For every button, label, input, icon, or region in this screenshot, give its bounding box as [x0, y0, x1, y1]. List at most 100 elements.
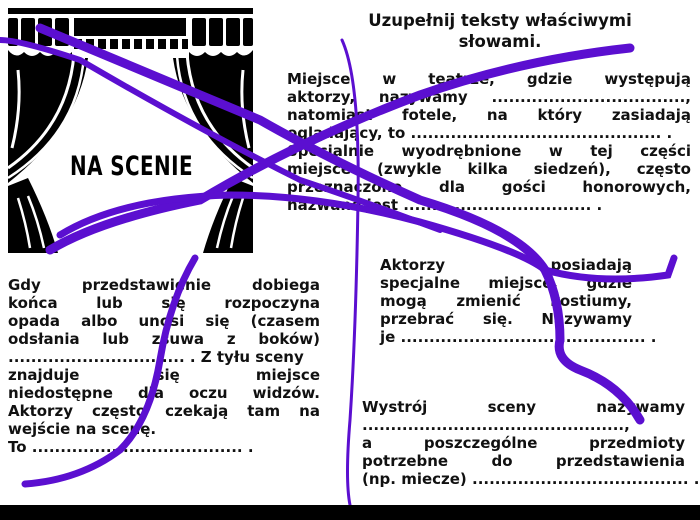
text-line: (np. miecze) ...........................…	[362, 470, 700, 488]
word: na	[486, 106, 508, 124]
text-line: je .....................................…	[380, 328, 657, 346]
logo-title: NA SCENIE	[70, 151, 193, 182]
word: do	[491, 452, 513, 470]
word: się	[161, 294, 186, 312]
word: zasiadają	[611, 106, 691, 124]
word: lub	[96, 294, 123, 312]
text-line: Gdy przedstawienie dobiega	[8, 276, 320, 294]
text-line: oglądający, to .........................…	[287, 124, 673, 142]
heading-line-2: słowami.	[458, 32, 542, 51]
text-line: Miejsce w teatrze, gdzie występują	[287, 70, 691, 88]
text-line: przeznaczone dla gości honorowych,	[287, 178, 691, 196]
word: widzów.	[252, 384, 320, 402]
word: a	[362, 434, 373, 452]
word: natomiast	[287, 106, 373, 124]
word: posiadają	[550, 256, 632, 274]
word: często	[636, 160, 691, 178]
word: mogą	[380, 292, 427, 310]
word: potrzebne	[362, 452, 449, 470]
word: Aktorzy	[8, 402, 73, 420]
word: ..................................,	[491, 88, 691, 106]
word: honorowych,	[582, 178, 691, 196]
word: z	[226, 330, 236, 348]
word: gdzie	[586, 274, 632, 292]
word: wyodrębnione	[401, 142, 522, 160]
word: kilka	[467, 160, 508, 178]
word: na	[299, 402, 320, 420]
text-line: a poszczególne przedmioty	[362, 434, 685, 452]
word: teatrze,	[428, 70, 495, 88]
word: opada	[8, 312, 61, 330]
na-scenie-logo: NA SCENIE	[7, 8, 254, 253]
word: oczu	[188, 384, 228, 402]
word: gdzie	[526, 70, 573, 88]
word: w	[382, 70, 397, 88]
word: Miejsce	[287, 70, 351, 88]
word: znajduje	[8, 366, 80, 384]
word: miejsce	[287, 160, 352, 178]
theater-curtain-icon	[7, 8, 254, 253]
word: siedzeń),	[533, 160, 611, 178]
word: gości	[501, 178, 546, 196]
word: się	[205, 312, 230, 330]
word: często	[91, 402, 147, 420]
word: części	[640, 142, 691, 160]
text-line: To .....................................…	[8, 438, 254, 456]
word: zsuwa	[151, 330, 205, 348]
word: Aktorzy	[380, 256, 445, 274]
word: miejsce,	[488, 274, 559, 292]
word: Gdy	[8, 276, 41, 294]
word: się.	[482, 310, 513, 328]
word: poszczególne	[423, 434, 538, 452]
word: aktorzy,	[287, 88, 356, 106]
text-line: Aktorzy posiadają	[380, 256, 632, 274]
word: przeznaczone	[287, 178, 403, 196]
word: nazywamy	[378, 88, 468, 106]
text-line: potrzebne do przedstawienia	[362, 452, 685, 470]
bottom-bar	[0, 505, 700, 520]
word: (czasem	[250, 312, 320, 330]
word: dla	[439, 178, 466, 196]
word: Nazywamy	[541, 310, 632, 328]
text-line: ........................................…	[362, 416, 630, 434]
text-line: aktorzy, nazywamy........................…	[287, 88, 691, 106]
text-line: opada albo unosi się (czasem	[8, 312, 320, 330]
word: odsłania	[8, 330, 80, 348]
word: Specjalnie	[287, 142, 375, 160]
word: miejsce	[255, 366, 320, 384]
word: lub	[102, 330, 129, 348]
text-line: wejście na scenę.	[8, 420, 157, 438]
word: albo	[81, 312, 118, 330]
word: przedstawienie	[81, 276, 212, 294]
word: przedstawienia	[555, 452, 685, 470]
word: tej	[590, 142, 613, 160]
word: boków)	[258, 330, 320, 348]
word: dobiega	[252, 276, 320, 294]
word: tam	[247, 402, 281, 420]
word: przedmioty	[589, 434, 685, 452]
word: unosi	[138, 312, 185, 330]
heading-line-1: Uzupełnij teksty właściwymi	[368, 11, 632, 30]
word: rozpoczyna	[224, 294, 320, 312]
word: sceny	[487, 398, 537, 416]
word: w	[548, 142, 563, 160]
word: występują	[604, 70, 691, 88]
worksheet-page: NA SCENIE Uzupełnij teksty właściwymi sł…	[0, 8, 700, 507]
word: nazywamy	[596, 398, 685, 416]
word: zmienić	[456, 292, 521, 310]
word: który	[537, 106, 583, 124]
word: czekają	[165, 402, 229, 420]
